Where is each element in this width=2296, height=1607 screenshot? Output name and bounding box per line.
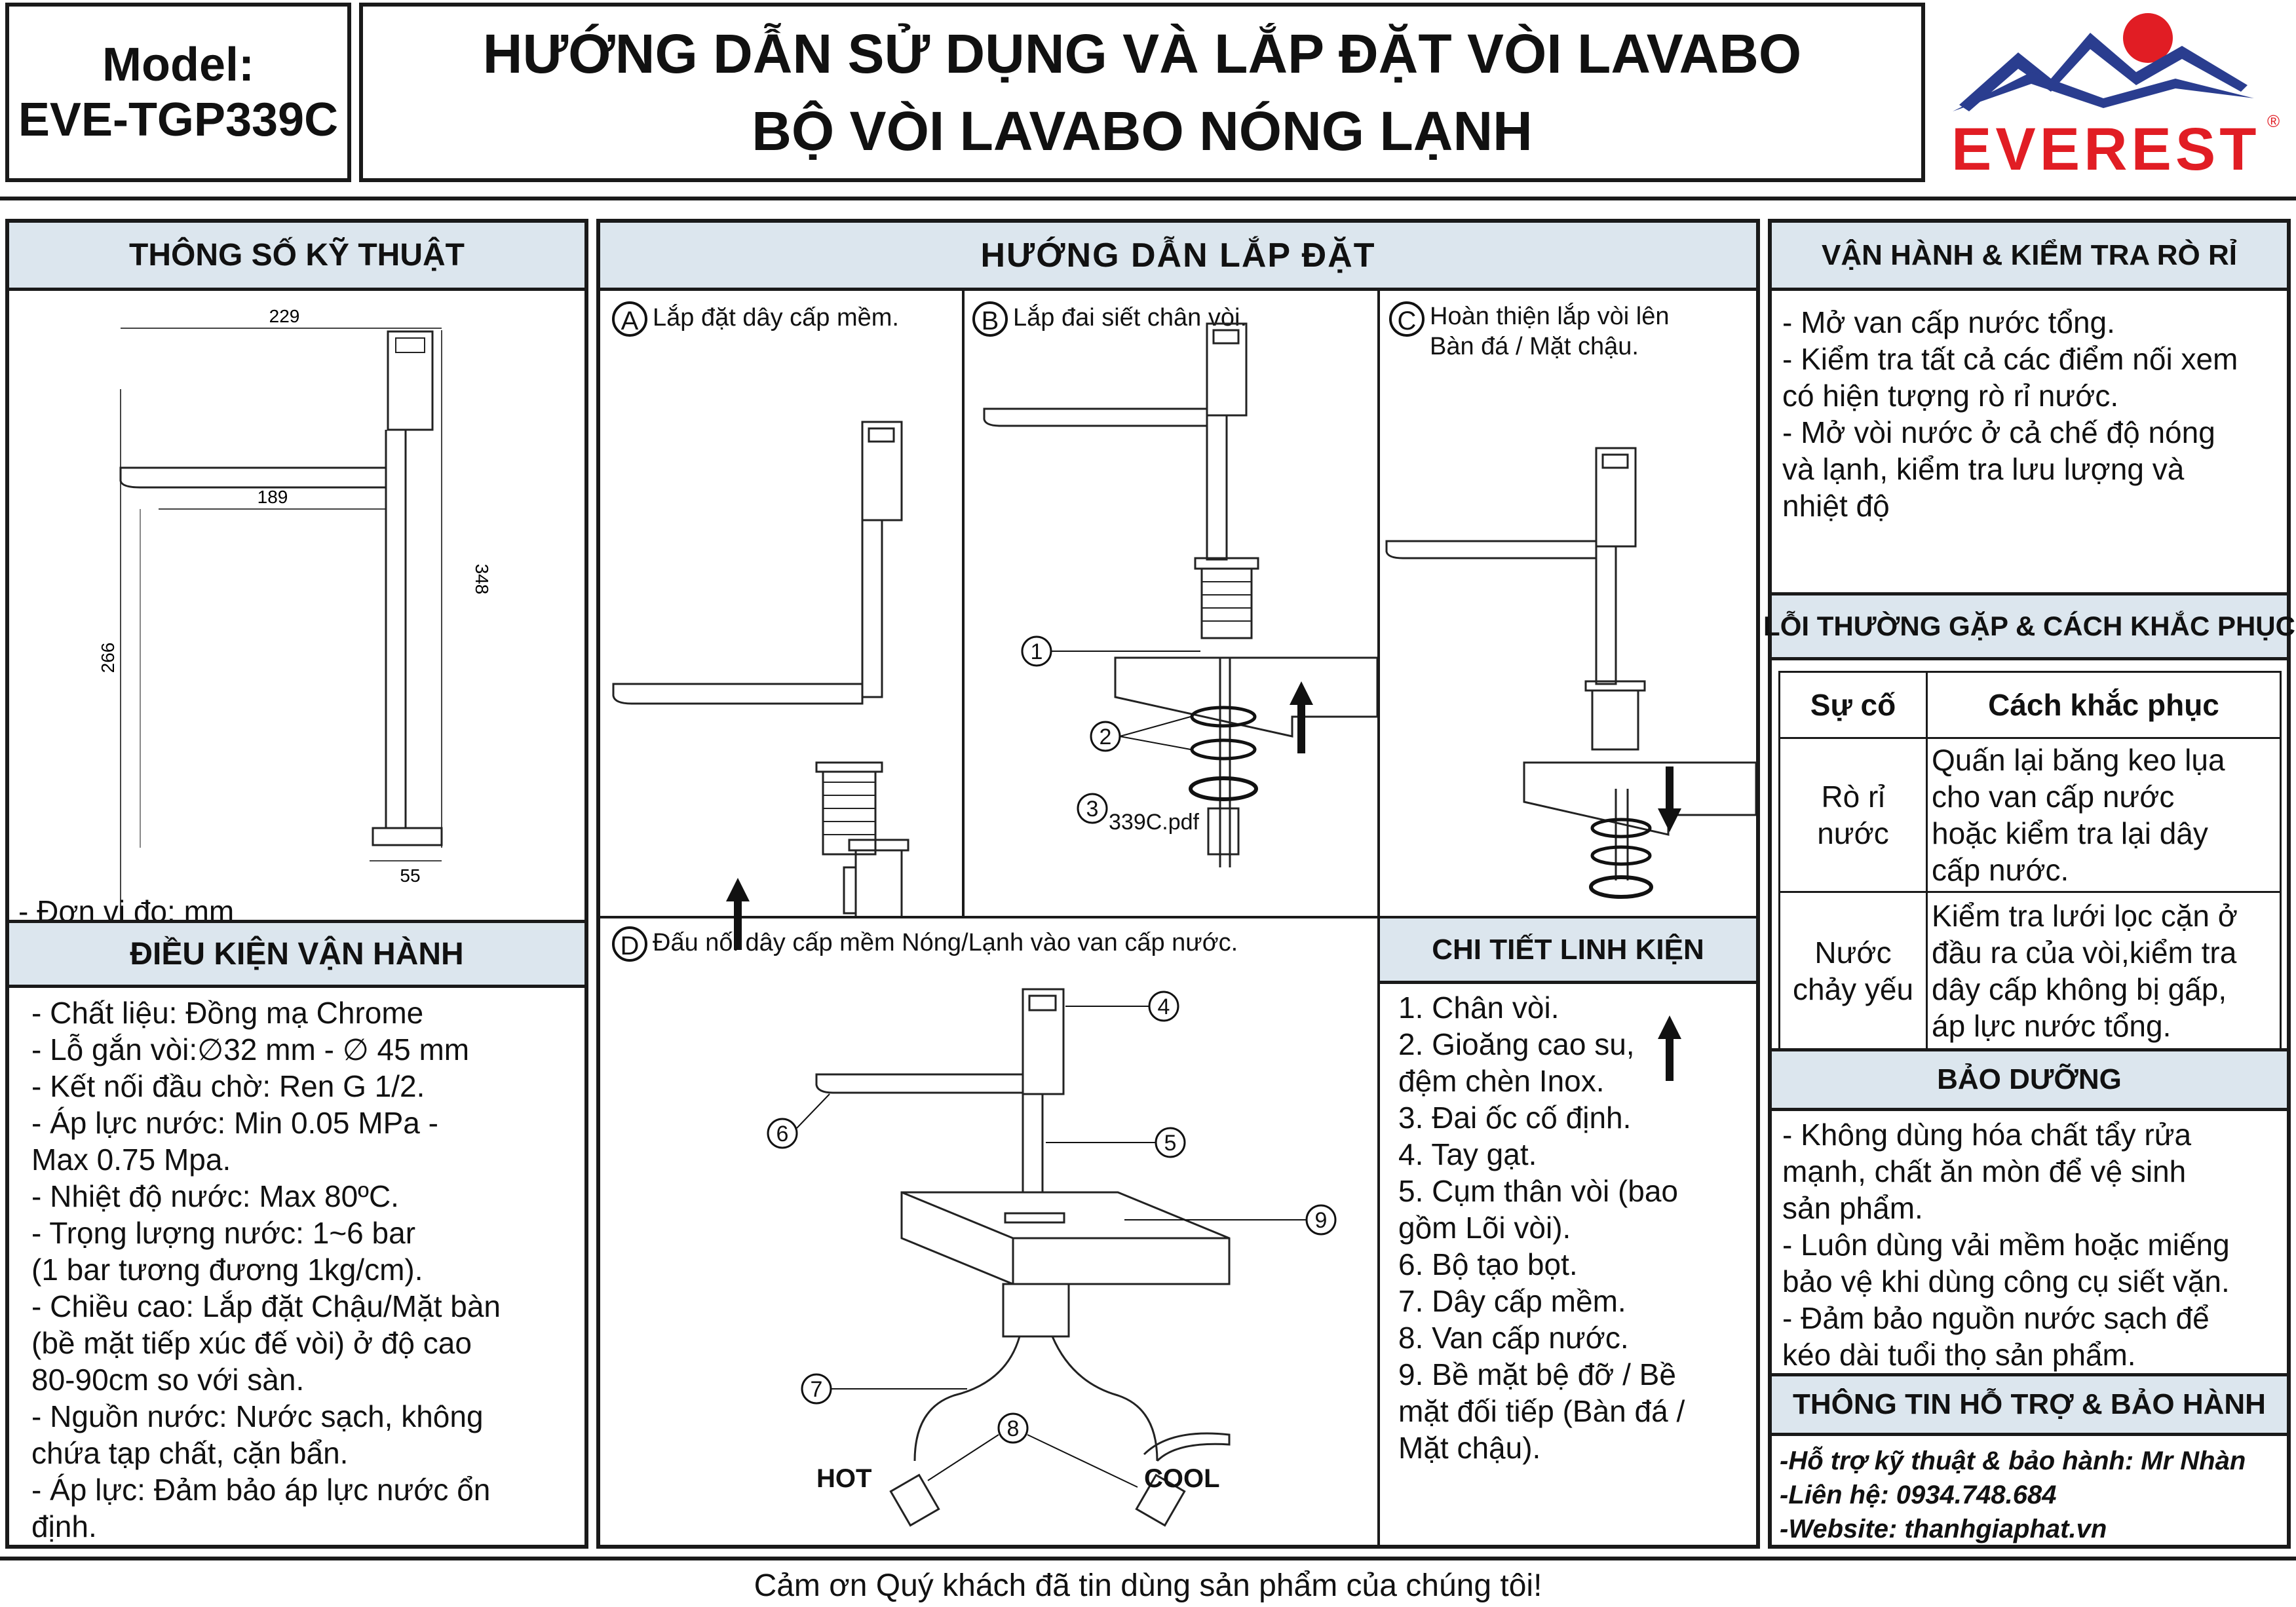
step-c-diagram bbox=[1385, 447, 1756, 899]
cool-label: COOL bbox=[1144, 1464, 1220, 1493]
brand-logo: EVEREST ® bbox=[1940, 7, 2293, 183]
hot-label: HOT bbox=[816, 1464, 871, 1493]
table-cell-issue: Nước chảy yếu bbox=[1778, 891, 1928, 1051]
faucet-dimension-drawing: 229 189 348 266 55 bbox=[98, 306, 492, 953]
divider-ab bbox=[962, 291, 965, 916]
support-line1: -Hỗ trợ kỹ thuật & bảo hành: Mr Nhàn bbox=[1780, 1446, 2246, 1475]
operation-header: VẬN HÀNH & KIỂM TRA RÒ RỈ bbox=[1772, 223, 2287, 291]
step-d-diagram: HOT COOL 4 5 6 7 8 9 bbox=[767, 988, 1337, 1527]
model-label: Model: bbox=[102, 39, 254, 91]
step-a-diagram bbox=[612, 421, 909, 916]
table-cell-issue: Rò rỉ nước bbox=[1778, 737, 1928, 893]
step-c-text: Hoàn thiện lắp vòi lên Bàn đá / Mặt chậu… bbox=[1430, 303, 1670, 360]
step-d-letter: D bbox=[612, 926, 647, 962]
divider-row bbox=[600, 916, 1756, 918]
d-label-4: 4 bbox=[1158, 994, 1170, 1019]
support-line2: -Liên hệ: 0934.748.684 bbox=[1780, 1481, 2057, 1509]
step-b-letter: B bbox=[972, 301, 1008, 337]
parts-header: CHI TIẾT LINH KIỆN bbox=[1380, 918, 1756, 984]
dim-height: 348 bbox=[472, 564, 492, 595]
support-line3: -Website: thanhgiaphat.vn bbox=[1780, 1515, 2107, 1543]
d-label-9: 9 bbox=[1315, 1208, 1328, 1233]
model-box: Model: EVE-TGP339C bbox=[5, 3, 351, 182]
brand-registered: ® bbox=[2267, 111, 2280, 131]
step-b-text: Lắp đai siết chân vòi. bbox=[1013, 304, 1248, 332]
brand-name: EVEREST bbox=[1951, 116, 2261, 183]
table-row: Rò rỉ nước Quấn lại băng keo lụa cho van… bbox=[1778, 737, 2282, 893]
troubleshoot-header: LỖI THƯỜNG GẶP & CÁCH KHẮC PHỤC bbox=[1763, 592, 2295, 660]
d-label-5: 5 bbox=[1164, 1131, 1177, 1156]
parts-text: 1. Chân vòi. 2. Gioăng cao su, đệm chèn … bbox=[1398, 991, 1685, 1465]
b-label-2: 2 bbox=[1100, 725, 1112, 749]
dim-reach: 189 bbox=[258, 487, 288, 507]
step-a-parts bbox=[815, 761, 883, 915]
maintenance-text: - Không dùng hóa chất tẩy rửa mạnh, chất… bbox=[1782, 1118, 2230, 1372]
conditions-text: - Chất liệu: Đồng mạ Chrome - Lỗ gắn vòi… bbox=[31, 996, 501, 1543]
conditions-header: ĐIỀU KIỆN VẬN HÀNH bbox=[9, 920, 584, 988]
model-value: EVE-TGP339C bbox=[18, 94, 339, 146]
table-col-fix: Cách khắc phục bbox=[1926, 671, 2282, 739]
title-line2: BỘ VÒI LAVABO NÓNG LẠNH bbox=[752, 100, 1533, 162]
dim-base: 55 bbox=[400, 865, 420, 886]
title-line1: HƯỚNG DẪN SỬ DỤNG VÀ LẮP ĐẶT VÒI LAVABO bbox=[482, 23, 1802, 85]
d-label-7: 7 bbox=[811, 1377, 823, 1402]
d-label-6: 6 bbox=[776, 1122, 789, 1146]
support-header: THÔNG TIN HỖ TRỢ & BẢO HÀNH bbox=[1772, 1373, 2287, 1436]
specs-header: THÔNG SỐ KỸ THUẬT bbox=[9, 223, 584, 291]
footer-text: Cảm ơn Quý khách đã tin dùng sản phẩm củ… bbox=[754, 1568, 1542, 1603]
d-label-8: 8 bbox=[1007, 1416, 1020, 1441]
b-file-text: 339C.pdf bbox=[1109, 810, 1200, 835]
maintenance-header: BẢO DƯỠNG bbox=[1772, 1048, 2287, 1111]
b-label-3: 3 bbox=[1086, 797, 1099, 822]
step-b-diagram: 1 2 3 339C.pdf bbox=[983, 322, 1377, 867]
table-col-issue: Sự cố bbox=[1778, 671, 1928, 739]
operation-text: - Mở van cấp nước tổng. - Kiểm tra tất c… bbox=[1782, 305, 2238, 523]
right-column: VẬN HÀNH & KIỂM TRA RÒ RỈ - Mở van cấp n… bbox=[1763, 219, 2295, 1549]
step-d-text: Đấu nối dây cấp mềm Nóng/Lạnh vào van cấ… bbox=[653, 929, 1238, 957]
mountain-logo-icon bbox=[1953, 13, 2254, 111]
table-row: Nước chảy yếu Kiểm tra lưới lọc cặn ở đầ… bbox=[1778, 891, 2282, 1051]
up-arrow-icon bbox=[726, 878, 750, 950]
table-cell-fix: Kiểm tra lưới lọc cặn ở đầu ra của vòi,k… bbox=[1926, 891, 2282, 1051]
title-box: HƯỚNG DẪN SỬ DỤNG VÀ LẮP ĐẶT VÒI LAVABO … bbox=[359, 3, 1925, 182]
table-cell-fix: Quấn lại băng keo lụa cho van cấp nước h… bbox=[1926, 737, 2282, 893]
dim-width: 229 bbox=[269, 306, 300, 326]
step-a-letter: A bbox=[612, 301, 647, 337]
up-arrow-icon-b bbox=[1290, 681, 1313, 753]
dim-spout-height: 266 bbox=[98, 643, 118, 673]
install-header: HƯỚNG DẪN LẮP ĐẶT bbox=[600, 223, 1756, 291]
step-a-text: Lắp đặt dây cấp mềm. bbox=[653, 304, 899, 332]
down-arrow-icon bbox=[1658, 766, 1681, 832]
left-column: THÔNG SỐ KỸ THUẬT 229 189 348 266 55 - Đ bbox=[5, 219, 588, 1549]
step-c-letter: C bbox=[1389, 301, 1425, 337]
troubleshoot-table: Sự cố Cách khắc phục Rò rỉ nước Quấn lại… bbox=[1778, 671, 2282, 1051]
up-arrow-icon-c bbox=[1658, 1015, 1681, 1081]
table-header-row: Sự cố Cách khắc phục bbox=[1778, 671, 2282, 739]
footer-divider bbox=[0, 1557, 2296, 1560]
header-divider bbox=[0, 197, 2296, 200]
b-label-1: 1 bbox=[1031, 639, 1043, 664]
